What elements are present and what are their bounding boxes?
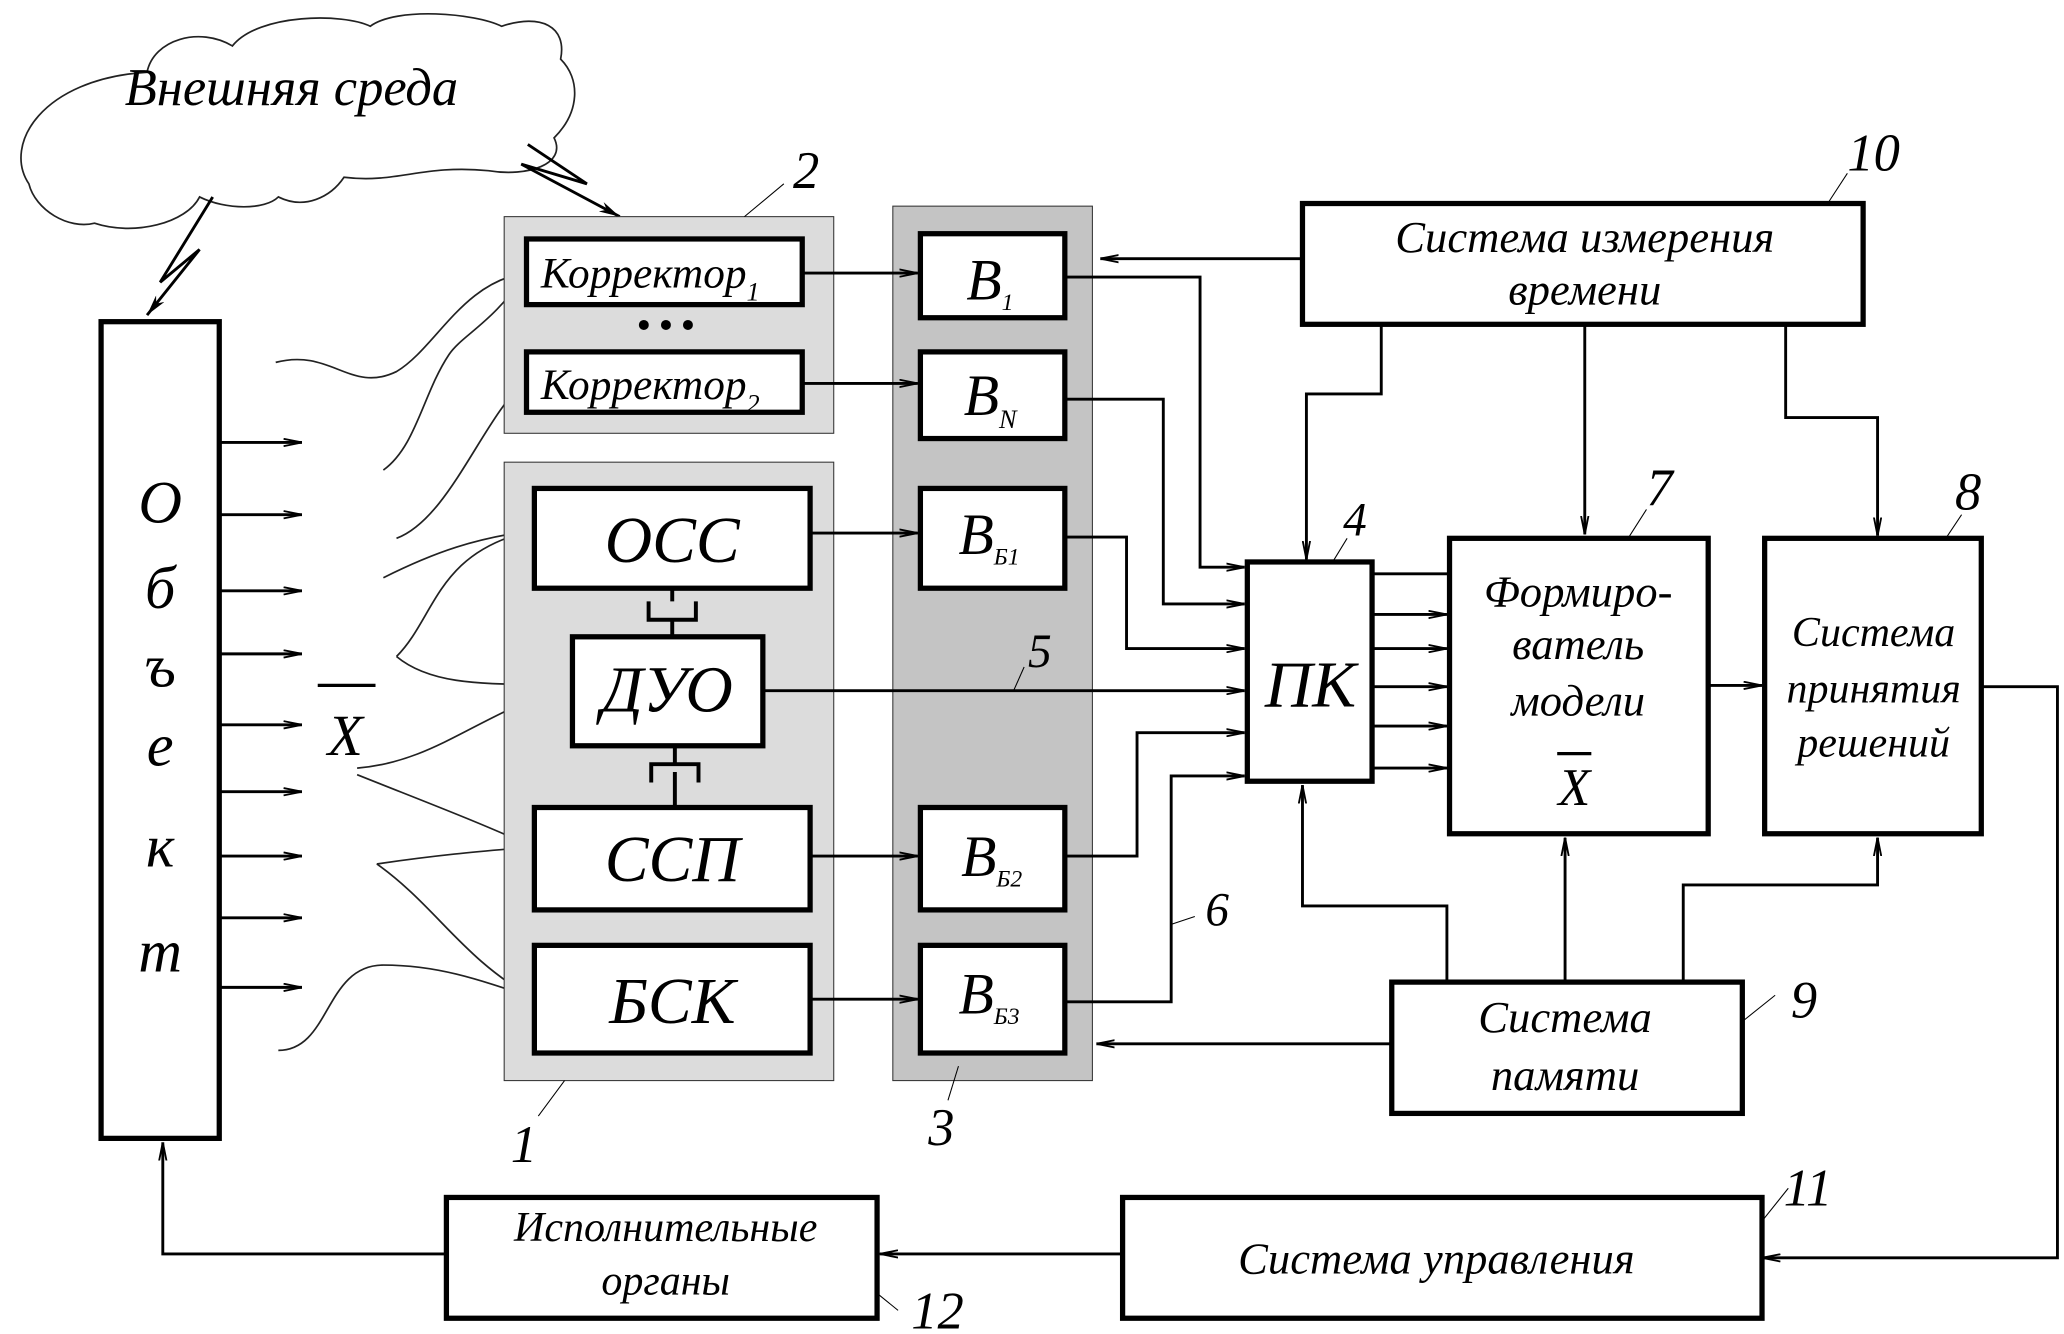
cloud-outline: [20, 13, 576, 230]
actuators-to-object-wire: [163, 1142, 447, 1256]
memory-to-pk-wire: [1302, 785, 1449, 983]
svg-text:ССП: ССП: [605, 824, 744, 896]
b1-label: B1: [966, 249, 1013, 316]
line-label-5: 5: [1013, 626, 1052, 691]
signal-vector-x: X: [317, 683, 376, 768]
svg-text:X: X: [1556, 759, 1592, 817]
duo-block: ДУО: [569, 634, 766, 749]
svg-text:6: 6: [1205, 885, 1229, 937]
ssp-block: ССП: [531, 804, 813, 913]
group-number-2: 2: [744, 142, 819, 218]
svg-text:памяти: памяти: [1491, 1050, 1639, 1100]
line-label-6: 6: [1171, 885, 1229, 937]
object-letter: ъ: [145, 634, 176, 701]
bn-label: BN: [964, 365, 1018, 434]
b1-block: B1: [917, 231, 1068, 321]
decision-number: 8: [1955, 463, 1981, 521]
svg-text:3: 3: [927, 1099, 954, 1157]
svg-text:1: 1: [511, 1116, 537, 1174]
object-output-arrows: [219, 442, 302, 987]
object-letter: к: [146, 814, 175, 881]
svg-text:ватель: ватель: [1512, 619, 1644, 669]
time-system-block: Система измерения времени 10: [1299, 125, 1900, 327]
memory-system-block: Система памяти 9: [1389, 972, 1817, 1117]
time-to-decision-wire: [1784, 324, 1878, 536]
corrector-1-block: Корректор1: [523, 236, 805, 308]
oss-block: ОСС: [531, 485, 813, 591]
oss-duo-coupling: [646, 588, 698, 636]
duo-ssp-coupling: [649, 745, 701, 807]
svg-text:Система измерения: Система измерения: [1395, 212, 1774, 262]
pk-block: ПК 4: [1244, 495, 1375, 784]
svg-text:Система управления: Система управления: [1238, 1234, 1634, 1284]
ellipsis-dots: • • •: [637, 304, 694, 345]
svg-text:ПК: ПК: [1264, 649, 1359, 721]
bb2-block: BБ2: [917, 804, 1068, 913]
svg-text:Формиро-: Формиро-: [1484, 567, 1673, 617]
corrector-1-label: Корректор1: [540, 250, 760, 307]
control-number: 11: [1784, 1159, 1833, 1217]
lightning-arrow-to-correctors: [520, 143, 621, 218]
svg-text:Исполнительные: Исполнительные: [513, 1205, 817, 1251]
svg-text:времени: времени: [1508, 265, 1661, 315]
bb3-label: BБ3: [958, 964, 1019, 1031]
bn-block: BN: [917, 349, 1068, 442]
external-environment-cloud: Внешняя среда: [20, 13, 576, 230]
svg-text:решений: решений: [1794, 720, 1950, 766]
pk-number: 4: [1343, 495, 1367, 547]
svg-text:2: 2: [793, 142, 819, 200]
object-block: О б ъ е к т: [98, 319, 222, 1141]
actuators-number: 12: [911, 1283, 964, 1334]
memory-number: 9: [1791, 972, 1817, 1030]
actuators-block: Исполнительные органы 12: [443, 1194, 964, 1334]
bsk-block: БСК: [531, 942, 813, 1056]
bb1-block: BБ1: [917, 485, 1068, 591]
object-letter: О: [138, 470, 182, 537]
control-system-block: Система управления 11: [1119, 1159, 1833, 1321]
svg-text:ДУО: ДУО: [595, 655, 733, 727]
environment-label: Внешняя среда: [125, 59, 458, 117]
object-letter: т: [138, 919, 182, 986]
group-number-3: 3: [927, 1065, 959, 1157]
model-number: 7: [1646, 460, 1675, 518]
bb3-block: BБ3: [917, 942, 1068, 1056]
group-number-1: 1: [511, 1080, 565, 1174]
bb1-label: BБ1: [958, 504, 1019, 571]
svg-text:Система: Система: [1792, 610, 1955, 656]
x-symbol: X: [326, 705, 366, 768]
corrector-2-block: Корректор2: [523, 349, 805, 418]
memory-to-decision-wire: [1681, 837, 1877, 983]
lightning-arrow-to-object: [145, 196, 214, 317]
object-letter: б: [145, 555, 177, 622]
decision-to-control-wire: [1762, 685, 2059, 1258]
time-number: 10: [1847, 125, 1900, 183]
corrector-2-label: Корректор2: [540, 361, 760, 418]
object-rect: [98, 319, 222, 1141]
svg-text:5: 5: [1028, 626, 1052, 678]
model-former-block: Формиро- ватель модели X 7: [1446, 460, 1711, 837]
svg-text:Система: Система: [1478, 992, 1652, 1042]
bb2-label: BБ2: [961, 826, 1022, 893]
svg-text:БСК: БСК: [608, 966, 738, 1038]
svg-text:модели: модели: [1509, 676, 1645, 726]
svg-text:ОСС: ОСС: [605, 505, 741, 577]
object-letter: е: [147, 712, 174, 779]
time-to-pk-wire: [1306, 324, 1383, 560]
pk-to-model-wires: [1372, 572, 1449, 768]
decision-system-block: Система принятия решений 8: [1762, 463, 1984, 837]
converter-to-pk-wires: [762, 275, 1245, 1004]
svg-text:принятия: принятия: [1787, 666, 1961, 712]
svg-text:органы: органы: [601, 1259, 730, 1305]
